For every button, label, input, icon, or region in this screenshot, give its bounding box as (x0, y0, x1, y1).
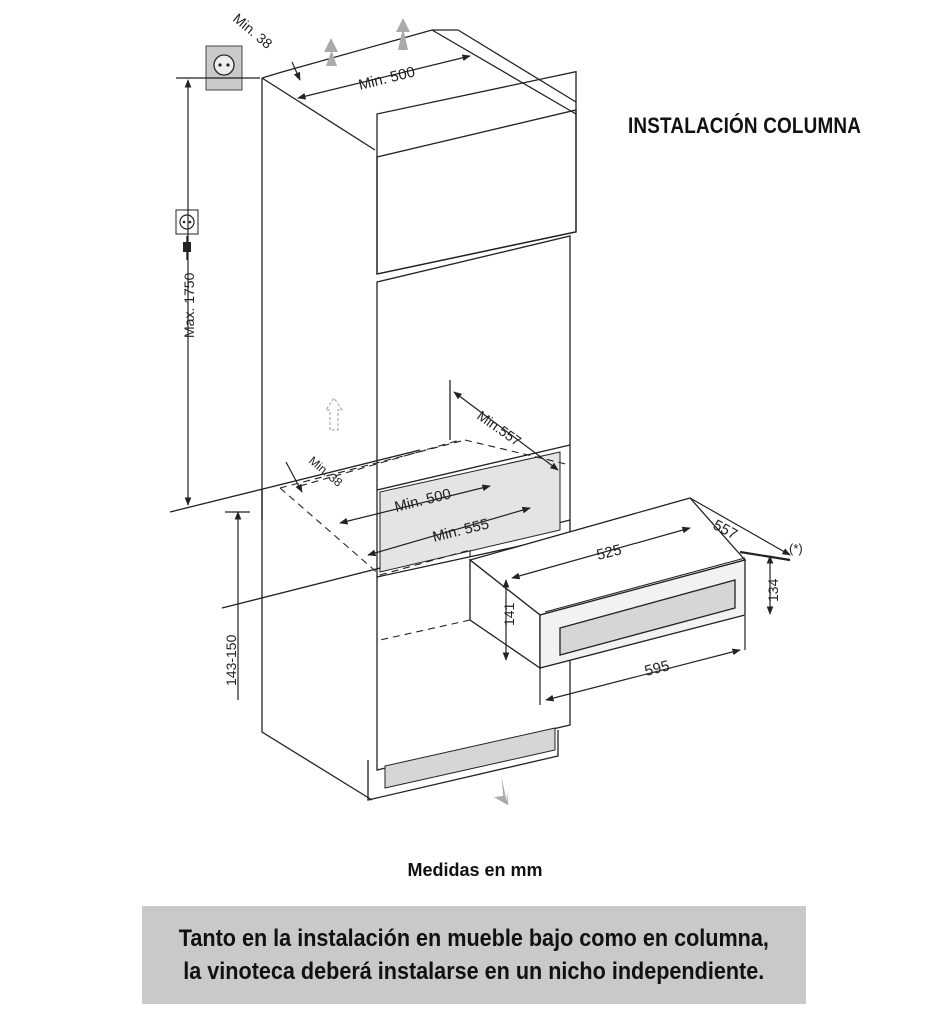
info-box: Tanto en la instalación en mueble bajo c… (142, 906, 806, 1004)
installation-diagram: Min. 38 Min. 500 Max. 1750 Min.557 Min. … (169, 10, 803, 806)
dim-height-134: 134 (765, 578, 781, 602)
dim-asterisk: (*) (789, 541, 803, 556)
dim-max1750: Max. 1750 (181, 272, 197, 338)
dim-height-141: 141 (501, 602, 517, 626)
info-line-2: la vinoteca deberá instalarse en un nich… (183, 958, 765, 985)
diagram-title: INSTALACIÓN COLUMNA (628, 113, 862, 138)
plug-icon (175, 209, 199, 260)
dim-depth-525: 525 (595, 541, 623, 564)
dim-width-595: 595 (643, 657, 671, 680)
socket-icon (205, 45, 243, 91)
dim-niche-min38: Min. 38 (306, 454, 345, 490)
dim-height-143-150: 143-150 (223, 634, 239, 686)
info-line-1: Tanto en la instalación en mueble bajo c… (178, 925, 770, 952)
dim-top-min500: Min. 500 (357, 63, 417, 93)
units-note: Medidas en mm (407, 860, 543, 880)
dim-min557: Min.557 (474, 407, 524, 449)
